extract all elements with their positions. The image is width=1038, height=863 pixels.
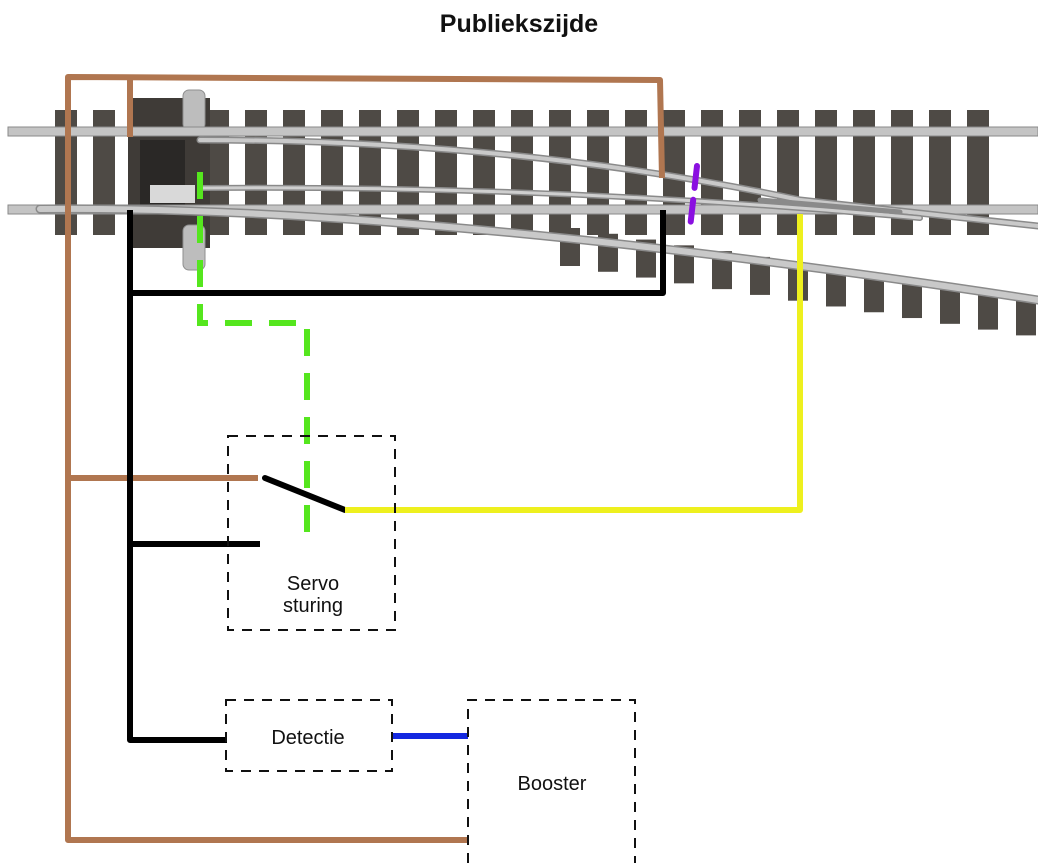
- track-sleeper-diverging: [940, 285, 960, 324]
- track-sleeper: [511, 110, 533, 235]
- feed-wire: [65, 74, 665, 843]
- track-sleeper: [967, 110, 989, 235]
- servo-switch-icon: [262, 475, 348, 513]
- detection-module-label: Detectie: [271, 727, 345, 749]
- isolation-gap-icon: [687, 163, 700, 231]
- frog-wire: [345, 214, 803, 513]
- track-sleeper: [929, 110, 951, 235]
- track-sleeper-diverging: [750, 256, 770, 295]
- diagram-title: Publiekszijde: [439, 10, 599, 38]
- diverging-rails: [35, 136, 1038, 305]
- detection-module-box: [225, 699, 393, 772]
- track-sleeper: [549, 110, 571, 235]
- servo-label-line2: sturing: [282, 595, 344, 617]
- throw-bar: [150, 185, 195, 203]
- return-wire: [127, 210, 666, 743]
- point-motor-lever: [182, 89, 206, 131]
- track-sleeper-diverging: [902, 280, 922, 319]
- track-sleeper-diverging: [978, 291, 998, 330]
- track-sleeper: [891, 110, 913, 235]
- booster-module-label: Booster: [517, 773, 587, 795]
- straight-rails: [7, 126, 1038, 215]
- servo-module-label: Servo sturing: [258, 573, 368, 617]
- track-sleeper: [397, 110, 419, 235]
- servo-link: [197, 172, 310, 543]
- booster-module-box: [467, 699, 636, 863]
- track-sleeper: [587, 110, 609, 235]
- track-sleeper: [473, 110, 495, 235]
- track-sleeper: [435, 110, 457, 235]
- track-switch-image: [7, 89, 1038, 336]
- track-sleeper-diverging: [1016, 297, 1036, 336]
- track-sleeper: [93, 110, 115, 235]
- servo-label-line1: Servo: [286, 573, 340, 595]
- track-sleeper-diverging: [826, 268, 846, 307]
- track-sleeper: [663, 110, 685, 235]
- track-sleeper-diverging: [864, 274, 884, 313]
